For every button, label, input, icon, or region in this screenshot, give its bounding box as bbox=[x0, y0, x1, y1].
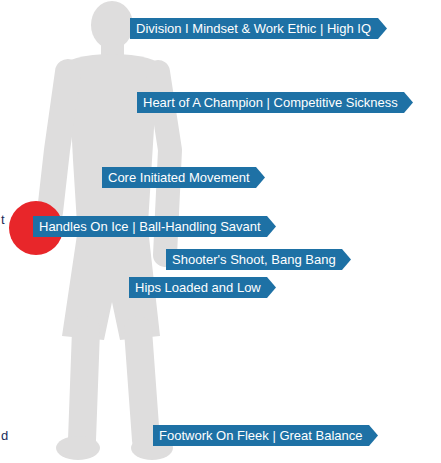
tag-outline bbox=[102, 167, 265, 188]
arrow-tag: Hips Loaded and Low bbox=[129, 277, 276, 298]
tag-outline bbox=[137, 92, 413, 113]
arrow-tag: Core Initiated Movement bbox=[102, 167, 265, 188]
edge-fragment-text: d bbox=[1, 428, 8, 443]
tag-text: Footwork On Fleek | Great Balance bbox=[159, 425, 363, 446]
arrow-tag: Footwork On Fleek | Great Balance bbox=[153, 425, 378, 446]
edge-fragment-text: t bbox=[1, 212, 5, 227]
tag-text: Hips Loaded and Low bbox=[135, 277, 261, 298]
tag-text: Shooter's Shoot, Bang Bang bbox=[172, 249, 336, 270]
tag-text: Handles On Ice | Ball-Handling Savant bbox=[39, 216, 261, 237]
arrow-tag: Division I Mindset & Work Ethic | High I… bbox=[130, 18, 386, 39]
arrow-tag: Heart of A Champion | Competitive Sickne… bbox=[137, 92, 413, 113]
arrow-tag: Shooter's Shoot, Bang Bang bbox=[166, 249, 351, 270]
tag-outline bbox=[153, 425, 378, 446]
tag-text: Core Initiated Movement bbox=[108, 167, 250, 188]
tag-outline bbox=[33, 216, 276, 237]
tag-outline bbox=[166, 249, 351, 270]
tag-text: Division I Mindset & Work Ethic | High I… bbox=[136, 18, 371, 39]
tag-text: Heart of A Champion | Competitive Sickne… bbox=[143, 92, 398, 113]
arrow-tag: Handles On Ice | Ball-Handling Savant bbox=[33, 216, 276, 237]
tag-outline bbox=[129, 277, 276, 298]
tag-outline bbox=[130, 18, 387, 39]
